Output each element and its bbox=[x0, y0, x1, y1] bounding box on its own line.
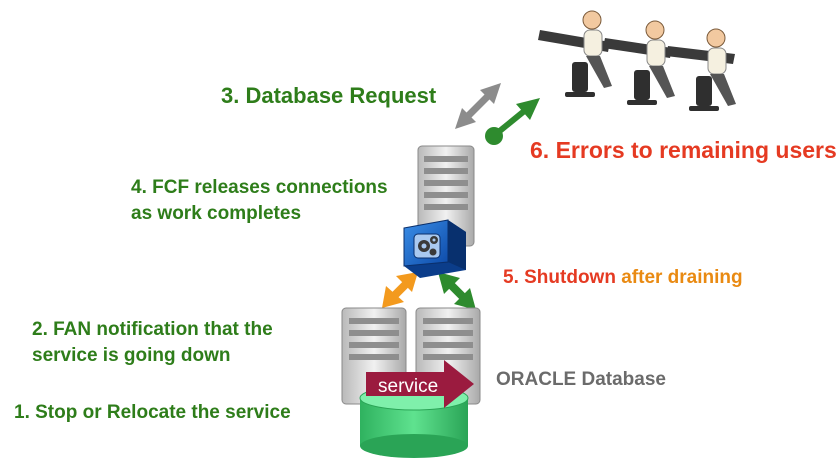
fcf-label-line1: 4. FCF releases connections bbox=[131, 177, 388, 198]
oracle-database-label: ORACLE Database bbox=[496, 369, 666, 390]
fcf-label-line2: as work completes bbox=[131, 203, 302, 224]
database-request-arrow bbox=[455, 83, 501, 129]
error-arrow bbox=[485, 98, 540, 145]
shutdown-word: 5. Shutdown bbox=[503, 267, 616, 288]
users-icon bbox=[538, 10, 736, 111]
connection-pool-icon bbox=[403, 219, 466, 278]
app-server-icon bbox=[417, 145, 475, 247]
service-label: service bbox=[378, 376, 438, 397]
errors-label: 6. Errors to remaining users bbox=[530, 137, 837, 163]
fan-arrow-orange bbox=[382, 272, 418, 308]
service-arrow: service bbox=[366, 360, 474, 408]
after-draining-word: after draining bbox=[621, 267, 743, 288]
stop-relocate-label: 1. Stop or Relocate the service bbox=[14, 402, 291, 423]
database-request-label: 3. Database Request bbox=[221, 83, 437, 108]
drain-arrow-green bbox=[438, 272, 476, 310]
fan-label-line1: 2. FAN notification that the bbox=[32, 319, 273, 340]
fan-label-line2: service is going down bbox=[32, 345, 231, 366]
shutdown-label: 5. Shutdown after draining bbox=[503, 266, 743, 290]
